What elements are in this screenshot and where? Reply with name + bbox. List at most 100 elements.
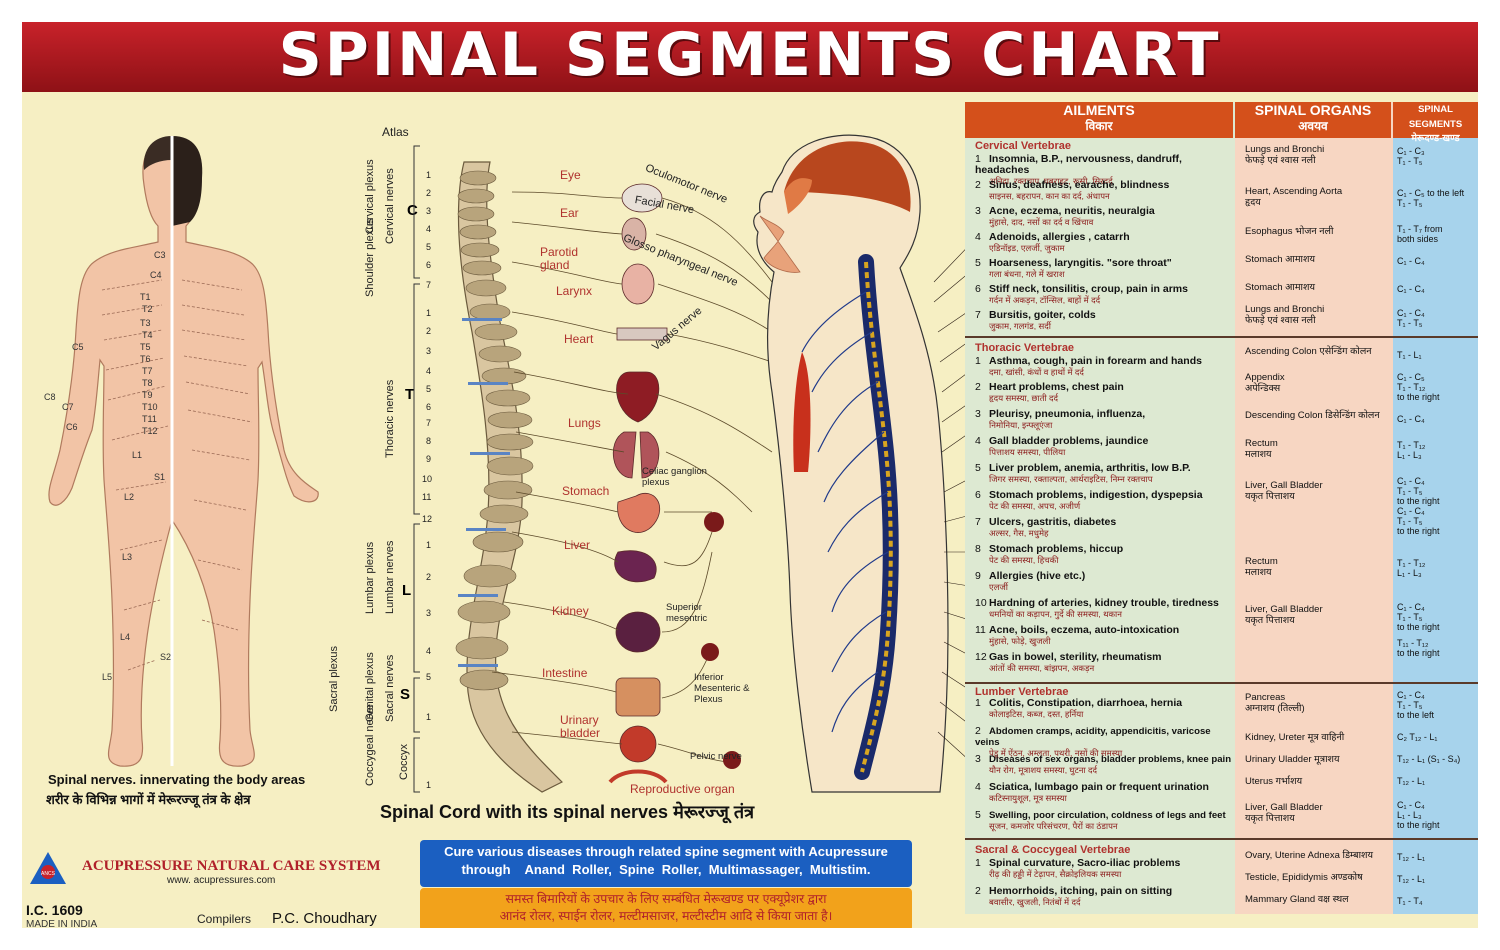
organ-en: Pancreas: [1245, 692, 1286, 703]
segment-line: to the right: [1397, 820, 1440, 830]
promo-line-2: through Anand Roller, Spine Roller, Mult…: [461, 862, 871, 877]
ailment-number: 4: [975, 435, 981, 447]
segment-line: C₁ - C₄: [1397, 476, 1425, 486]
organs-column: [1235, 102, 1393, 914]
ailment-hi: निमोनिया, इन्फ्लूएंजा: [989, 420, 1053, 430]
ailment-number: 8: [975, 543, 981, 555]
segment-line: C₁ - C₄: [1397, 602, 1425, 612]
organ-label-lungs: Lungs: [568, 416, 601, 430]
region-letter-c: C: [407, 202, 418, 219]
ailment-hi: पेट की समस्या, हिचकी: [989, 555, 1059, 565]
poster: SPINAL SEGMENTS CHART C3 C4 C5 C6 C7 C8 …: [22, 22, 1478, 928]
section-title-sacral: Sacral & Coccygeal Vertebrae: [975, 844, 1131, 856]
ailment-en: Liver problem, anemia, arthritis, low B.…: [989, 462, 1191, 474]
svg-text:2: 2: [426, 326, 431, 336]
ailment-hi: एडिनॉइड, एलर्जी, जुकाम: [989, 243, 1065, 253]
ailment-en: Stiff neck, tonsilitis, croup, pain in a…: [989, 283, 1188, 295]
organ-en: Liver, Gall Bladder: [1245, 604, 1323, 615]
body-dermatome-figure: C3 C4 C5 C6 C7 C8 T1 T2 T3 T4 T5 T6 T7 T…: [44, 136, 319, 767]
segment-line: C₁ - C₄: [1397, 414, 1425, 424]
svg-text:2: 2: [426, 572, 431, 582]
ailment-hi: बवासीर, खुजली, नितंबों में दर्द: [989, 897, 1081, 907]
svg-text:12: 12: [422, 514, 432, 524]
ailment-en: Heart problems, chest pain: [989, 381, 1124, 393]
segment-line: C₁ - C₅ to the left: [1397, 188, 1465, 198]
segment-line: C₁ - C₄: [1397, 308, 1425, 318]
ailment-hi: पेडू में ऐंठन, अम्लता, पथरी, नसों की समस…: [989, 748, 1123, 758]
dermatome-label: T7: [142, 366, 153, 376]
dermatome-label: T10: [142, 402, 158, 412]
section-divider: [965, 336, 1478, 338]
segment-line: T₁ - T₄: [1397, 896, 1423, 906]
ailment-hi: जिगर समस्या, रक्ताल्पता, आर्थराइटिस, निम…: [989, 474, 1153, 484]
segment-line: to the right: [1397, 496, 1440, 506]
ailment-number: 5: [975, 809, 981, 821]
dermatome-label: L1: [132, 450, 142, 460]
svg-text:1: 1: [426, 170, 431, 180]
ailment-en: Insomnia, B.P., nervousness, dandruff, h…: [975, 153, 1182, 176]
svg-text:1: 1: [426, 712, 431, 722]
ailment-number: 2: [975, 885, 981, 897]
ailment-number: 3: [975, 753, 981, 765]
promo-hindi-box: समस्त बिमारियों के उपचार के लिए सम्बंधित…: [420, 888, 912, 928]
svg-text:8: 8: [426, 436, 431, 446]
ailment-number: 7: [975, 309, 981, 321]
nerve-label-reproductive: Reproductive organ: [630, 782, 735, 796]
segment-line: C₁ - C₄: [1397, 256, 1425, 266]
organ-en: Kidney, Ureter मूत्र वाहिनी: [1245, 732, 1345, 743]
organ-en: Uterus गर्भाशय: [1245, 776, 1303, 787]
organ-cell: Descending Colon डिसेन्डिंग कोलन: [1245, 410, 1393, 421]
svg-text:6: 6: [426, 402, 431, 412]
ailment-en: Stomach problems, indigestion, dyspepsia: [989, 489, 1203, 501]
svg-text:1: 1: [426, 780, 431, 790]
svg-text:1: 1: [426, 540, 431, 550]
organ-en: Heart, Ascending Aorta: [1245, 186, 1343, 197]
logo-text: ANCS: [41, 871, 56, 877]
lumbar-plexus-label: Lumbar plexus: [364, 541, 376, 614]
ailment-number: 5: [975, 462, 981, 474]
organ-hi: अग्नाशय (तिल्ली): [1245, 703, 1305, 714]
segments-header: SPINAL SEGMENTS मेरूदण्ड-खण्ड: [1393, 102, 1478, 144]
ailment-hi: रीढ़ की हड्डी में टेढ़ापन, सैक्रोइलियक स…: [989, 869, 1122, 879]
ailment-number: 1: [975, 857, 981, 869]
svg-text:4: 4: [426, 646, 431, 656]
segment-line: C₁ - C₄: [1397, 690, 1425, 700]
organ-label-eye: Eye: [560, 168, 581, 182]
segment-line: C₁ - C₅: [1397, 372, 1425, 382]
section-divider: [965, 838, 1478, 840]
ailment-row: 5 Liver problem, anemia, arthritis, low B…: [975, 463, 1233, 485]
promo-hindi-line-2: आनंद रोलर, स्पाईन रोलर, मल्टीमसाजर, मल्ट…: [499, 909, 833, 923]
organ-hi: मलाशय: [1245, 449, 1272, 460]
organs-header: SPINAL ORGANS अवयव: [1235, 102, 1391, 138]
segment-line: T₁₁ - T₁₂: [1397, 638, 1429, 648]
ailment-number: 1: [975, 355, 981, 367]
segment-line: T₁₂ - L₁: [1397, 874, 1426, 884]
organ-label-kidney: Kidney: [552, 604, 589, 618]
ailment-en: Colitis, Constipation, diarrhoea, hernia: [989, 697, 1183, 709]
organ-en: Rectum: [1245, 438, 1278, 449]
dermatome-label: L5: [102, 672, 112, 682]
ailment-en: Stomach problems, hiccup: [989, 543, 1124, 555]
dermatome-label: C8: [44, 392, 56, 402]
segment-line: C₁ - C₄: [1397, 284, 1425, 294]
